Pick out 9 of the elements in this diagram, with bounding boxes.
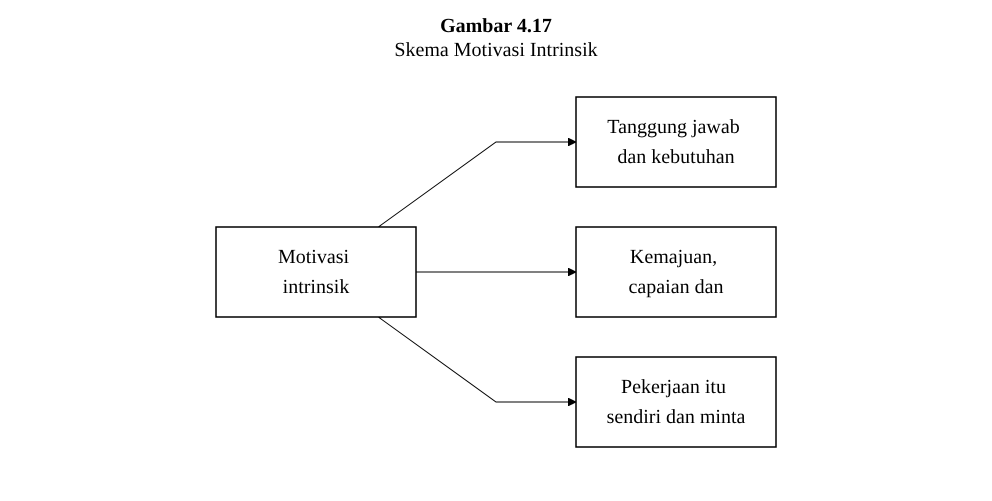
diagram-title: Gambar 4.17	[439, 14, 553, 38]
subtitle-text: Skema Motivasi Intrinsik	[393, 38, 599, 62]
node-box: Kemajuan, capaian dan	[575, 226, 777, 318]
arrow	[378, 316, 576, 406]
node-box: Tanggung jawab dan kebutuhan	[575, 96, 777, 188]
arrow	[378, 138, 576, 228]
node-box: Pekerjaan itu sendiri dan minta	[575, 356, 777, 448]
arrow	[416, 268, 576, 276]
node-box: Motivasi intrinsik	[215, 226, 417, 318]
